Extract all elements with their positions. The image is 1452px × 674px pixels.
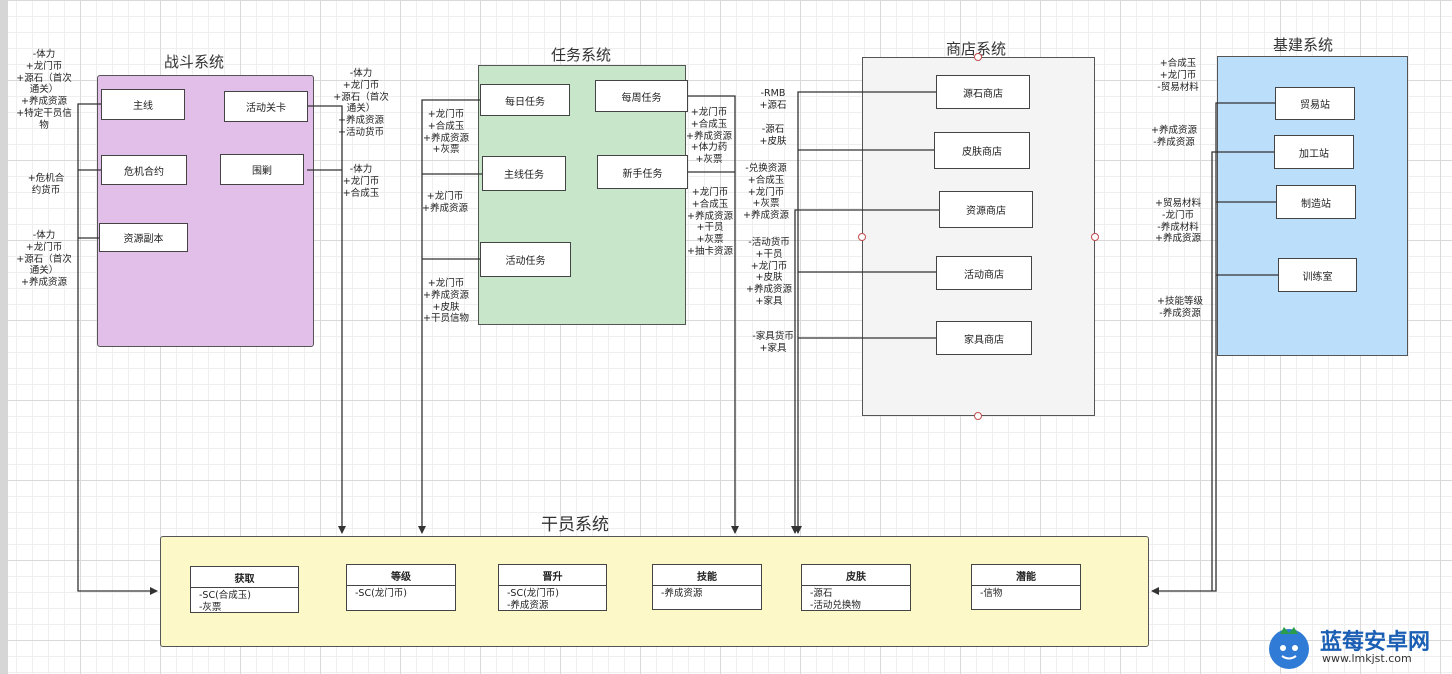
task-daily-box[interactable]: 每日任务 (480, 84, 570, 116)
base-training-room-box[interactable]: 训练室 (1278, 258, 1357, 292)
base-trading-post-box[interactable]: 贸易站 (1275, 87, 1355, 120)
shop-skin-box[interactable]: 皮肤商店 (934, 132, 1030, 169)
shop-system-panel[interactable] (862, 57, 1095, 416)
operator-potential-class[interactable]: 潜能 -信物 (971, 564, 1081, 610)
operator-system-title: 干员系统 (541, 515, 609, 535)
connection-port[interactable] (974, 412, 982, 420)
combat-resource-stage-box[interactable]: 资源副本 (99, 223, 188, 252)
class-body: -信物 (980, 588, 1003, 599)
class-name: 晋升 (499, 565, 606, 586)
note-combat-main: -体力 +龙门币 +源石（首次 通关） +养成资源 +特定干员信 物 (16, 49, 72, 131)
note-task-main: +龙门币 +养成资源 (422, 191, 468, 214)
note-combat-annihilation: -体力 +龙门币 +合成玉 (342, 164, 380, 199)
note-shop-event: -活动货币 +干员 +龙门币 +皮肤 +养成资源 +家具 (746, 237, 792, 307)
class-name: 技能 (653, 565, 761, 586)
note-shop-resource: -兑换资源 +合成玉 +龙门币 +灰票 +养成资源 (743, 163, 789, 222)
note-base-training: +技能等级 -养成资源 (1157, 296, 1203, 319)
class-name: 获取 (191, 567, 298, 588)
connection-port[interactable] (1091, 233, 1099, 241)
operator-acquire-class[interactable]: 获取 -SC(合成玉) -灰票 (190, 566, 299, 613)
task-main-box[interactable]: 主线任务 (482, 156, 566, 191)
note-shop-furniture: -家具货币 +家具 (752, 331, 794, 354)
watermark: 蓝莓安卓网 www.lmkjst.com (1266, 622, 1446, 672)
combat-event-stage-box[interactable]: 活动关卡 (224, 91, 308, 122)
left-edge-strip (0, 0, 8, 674)
class-body: -SC(龙门币) -养成资源 (507, 588, 560, 611)
class-body: -SC(龙门币) (355, 588, 408, 599)
class-name: 潜能 (972, 565, 1080, 586)
operator-level-class[interactable]: 等级 -SC(龙门币) (346, 564, 456, 611)
combat-annihilation-box[interactable]: 围剿 (220, 154, 304, 185)
combat-crisis-contract-box[interactable]: 危机合约 (101, 155, 187, 185)
note-task-weekly: +龙门币 +合成玉 +养成资源 +体力药 +灰票 (686, 107, 732, 166)
task-weekly-box[interactable]: 每周任务 (595, 80, 688, 112)
class-body: -养成资源 (661, 588, 703, 599)
shop-event-box[interactable]: 活动商店 (936, 256, 1032, 290)
note-task-daily: +龙门币 +合成玉 +养成资源 +灰票 (423, 109, 469, 156)
class-name: 等级 (347, 565, 455, 586)
combat-main-stage-box[interactable]: 主线 (101, 89, 185, 120)
shop-furniture-box[interactable]: 家具商店 (936, 321, 1032, 355)
base-system-title: 基建系统 (1273, 36, 1334, 54)
note-combat-crisis: +危机合 约货币 (27, 173, 65, 196)
note-combat-event: -体力 +龙门币 +源石（首次 通关） +养成资源 +活动货币 (333, 68, 389, 138)
shop-resource-box[interactable]: 资源商店 (939, 191, 1033, 228)
shop-system-title: 商店系统 (946, 40, 1007, 58)
note-base-factory: +贸易材料 -龙门币 -养成材料 +养成资源 (1155, 198, 1201, 245)
note-base-workshop: +养成资源 -养成资源 (1151, 125, 1197, 148)
operator-skill-class[interactable]: 技能 -养成资源 (652, 564, 762, 610)
task-system-title: 任务系统 (551, 46, 612, 64)
base-workshop-box[interactable]: 加工站 (1274, 135, 1354, 169)
note-combat-resource: -体力 +龙门币 +源石（首次 通关） +养成资源 (16, 230, 72, 289)
note-base-trade: +合成玉 +龙门币 -贸易材料 (1157, 58, 1199, 93)
connection-port[interactable] (858, 233, 866, 241)
note-shop-skin: -源石 +皮肤 (759, 124, 787, 147)
berry-logo-icon (1269, 627, 1309, 669)
class-body: -SC(合成玉) -灰票 (199, 590, 252, 613)
shop-originium-box[interactable]: 源石商店 (936, 75, 1030, 109)
note-task-event: +龙门币 +养成资源 +皮肤 +干员信物 (423, 278, 469, 325)
task-event-box[interactable]: 活动任务 (480, 242, 571, 277)
operator-promotion-class[interactable]: 晋升 -SC(龙门币) -养成资源 (498, 564, 607, 611)
base-factory-box[interactable]: 制造站 (1276, 185, 1356, 219)
class-name: 皮肤 (802, 565, 910, 586)
class-body: -源石 -活动兑换物 (810, 588, 861, 611)
connection-port[interactable] (974, 53, 982, 61)
task-newbie-box[interactable]: 新手任务 (597, 155, 688, 189)
combat-system-title: 战斗系统 (164, 53, 225, 71)
watermark-site-name: 蓝莓安卓网 (1320, 630, 1431, 655)
note-shop-originium: -RMB +源石 (759, 88, 787, 111)
operator-skin-class[interactable]: 皮肤 -源石 -活动兑换物 (801, 564, 911, 611)
note-task-newbie: +龙门币 +合成玉 +养成资源 +干员 +灰票 +抽卡资源 (687, 187, 733, 257)
watermark-site-url: www.lmkjst.com (1322, 652, 1412, 665)
